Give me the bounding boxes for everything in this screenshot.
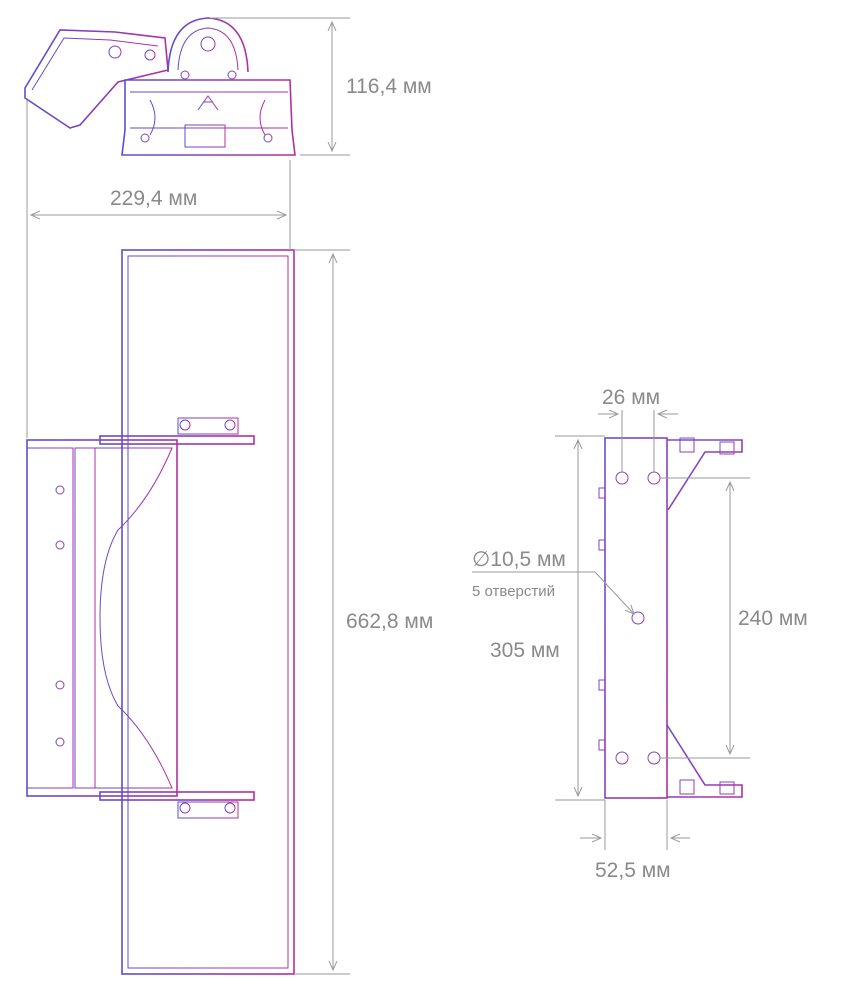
dim-length: 662,8 мм (346, 610, 433, 633)
dim-bracket-length: 305 мм (490, 639, 560, 662)
dimension-lines (26, 17, 750, 975)
dim-bracket-width: 52,5 мм (595, 859, 671, 882)
dim-width: 229,4 мм (110, 187, 197, 210)
dim-hole-diameter: ∅10,5 мм (472, 548, 566, 571)
dim-top-height: 116,4 мм (346, 75, 432, 98)
main-lamp-view (26, 249, 295, 975)
dim-mount-spacing: 240 мм (738, 607, 808, 630)
dim-hole-count: 5 отверстий (472, 583, 555, 600)
dim-hole-spacing: 26 мм (602, 386, 660, 409)
top-profile-view (24, 17, 296, 156)
bracket-view (598, 437, 743, 799)
